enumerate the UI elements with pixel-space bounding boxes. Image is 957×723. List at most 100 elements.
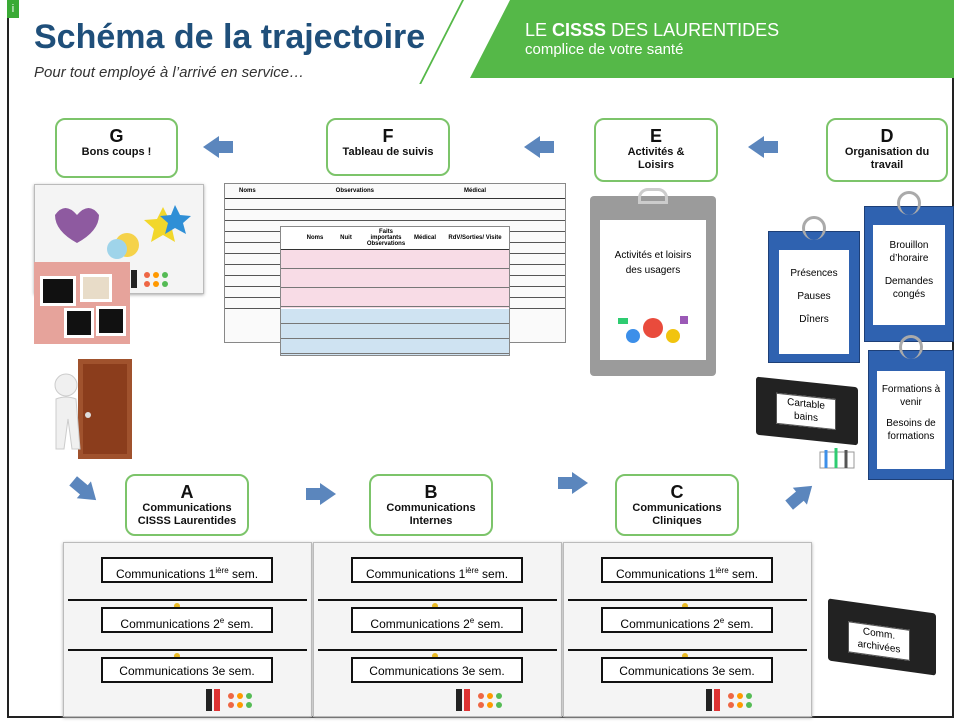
magnets-icon [728,693,752,708]
step-letter: A [180,482,194,502]
folder-label: Comm. archivées [848,621,910,661]
pin-icon [432,653,438,659]
step-letter: C [670,482,684,502]
arrow-left-icon [748,136,778,158]
column-header: Faits importants Observations [366,229,406,247]
comm-week3-card: Communications 3e sem. [601,657,773,683]
pin-icon [682,653,688,659]
pin-icon [174,653,180,659]
magnets-icon [478,693,502,708]
clip-item: Présences [790,268,838,279]
divider-line [568,599,807,601]
column-header: RdV/Sorties/ Visite [448,235,502,241]
step-label: Cliniques [652,515,702,527]
step-label: Tableau de suivis [342,146,434,158]
step-g-box: G Bons coups ! [55,118,178,178]
page-subtitle: Pour tout employé à l’arrivé en service… [34,64,305,81]
column-header: Noms [306,235,324,241]
clip-item: Dîners [799,314,829,325]
clip-item: Demandes congés [884,276,934,300]
bons-coups-board [34,184,204,294]
whiteboard-b: Communications 1ière sem. Communications… [313,542,562,717]
clip-item: Pauses [797,291,831,302]
clip-item: Formations à venir [881,384,941,408]
comm-week2-card: Communications 2e sem. [351,607,523,633]
divider-line [68,649,307,651]
clip-item: Besoins de formations [886,418,936,442]
step-label: Internes [409,515,453,527]
pin-icon [432,603,438,609]
person-icon: i [7,0,19,18]
column-header: Médical [464,188,487,194]
sticky-notes-illustration [55,205,191,259]
clipboard-formations: Formations à venir Besoins de formations [868,335,954,480]
divider-line [568,649,807,651]
photo-board [34,262,130,344]
step-label: CISSS Laurentides [137,515,237,527]
step-b-box: B Communications Internes [369,474,493,536]
clipboard-paper: Brouillon d’horaire Demandes congés [873,225,945,325]
whiteboard-c: Communications 1ière sem. Communications… [563,542,812,717]
clip-icon [897,191,921,215]
marker-icon [706,689,712,711]
step-label: Communications [386,502,476,514]
page-title: Schéma de la trajectoire [34,18,426,56]
comm-week1-card: Communications 1ière sem. [101,557,273,583]
arrow-right-icon [306,483,336,505]
clip-icon [638,188,668,204]
marker-icon [206,689,212,711]
step-e-box: E Activités & Loisirs [594,118,718,182]
marker-icon [214,689,220,711]
comm-week2-card: Communications 2e sem. [601,607,773,633]
folder-label: Cartable bains [776,392,836,431]
tableau-blue-rows [281,309,509,355]
clip-icon [899,335,923,359]
comm-week1-card: Communications 1ière sem. [601,557,773,583]
comm-week3-card: Communications 3e sem. [351,657,523,683]
step-letter: F [382,126,394,146]
column-header: Noms [239,188,256,194]
clipboard-horaire: Brouillon d’horaire Demandes congés [864,191,954,342]
activities-illustration [618,316,688,343]
step-label: Activités & Loisirs [627,146,685,171]
step-d-box: D Organisation du travail [826,118,948,182]
step-letter: G [109,126,124,146]
whiteboard-a: Communications 1ière sem. Communications… [63,542,312,717]
column-header: Nuit [340,235,352,241]
step-label: Bons coups ! [81,146,152,158]
pin-icon [174,603,180,609]
arrow-right-icon [558,472,588,494]
step-letter: B [424,482,438,502]
brand-tagline: complice de votre santé [525,41,684,58]
comm-week1-card: Communications 1ière sem. [351,557,523,583]
step-letter: D [880,126,894,146]
arrow-left-icon [203,136,233,158]
activites-clipboard: Activités et loisirs des usagers [590,188,716,376]
marker-icon [456,689,462,711]
comm-week3-card: Communications 3e sem. [101,657,273,683]
step-label: Organisation du travail [844,146,930,171]
marker-icon [714,689,720,711]
divider-line [68,599,307,601]
activites-paper: Activités et loisirs des usagers [600,220,706,360]
pin-icon [682,603,688,609]
brand-name: LE CISSS DES LAURENTIDES [525,20,780,40]
brand-banner [470,0,954,78]
comm-week2-card: Communications 2e sem. [101,607,273,633]
divider-line [318,599,557,601]
column-header: Médical [413,235,436,241]
step-letter: E [649,126,662,146]
clip-icon [802,216,826,240]
clipboard-paper: Présences Pauses Dîners [779,250,849,354]
folder-cartable-bains: Cartable bains [756,376,858,446]
step-c-box: C Communications Cliniques [615,474,739,536]
door-illustration [54,359,132,459]
magnets-icon [228,693,252,708]
clipboard-paper: Formations à venir Besoins de formations [877,371,945,469]
column-header: Observations [335,188,375,194]
magnets-icon [144,272,168,287]
step-label: Communications [142,502,232,514]
marker-icon [131,270,137,288]
arrow-left-icon [524,136,554,158]
clip-item: Brouillon d’horaire [889,240,929,264]
